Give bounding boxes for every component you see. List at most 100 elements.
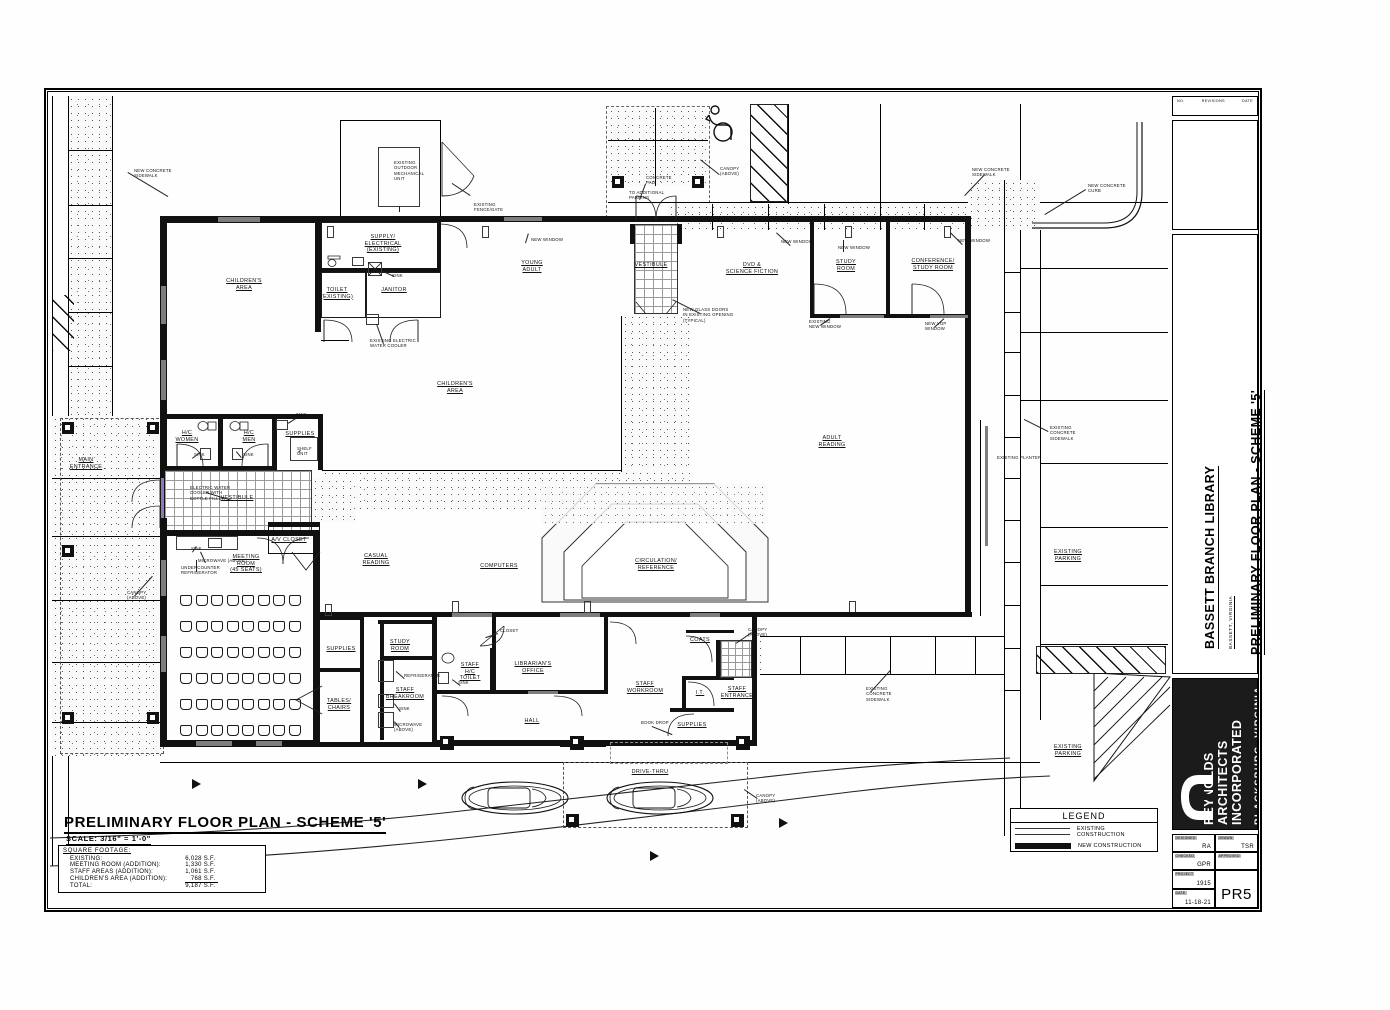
room-label-circulation-reference: CIRCULATION/REFERENCE	[616, 558, 696, 571]
wall-meeting-north	[160, 530, 320, 536]
annotation-sink-meeting: SINK	[191, 546, 202, 551]
room-label-line: A/V CLOSET	[271, 537, 307, 543]
staff-walk-joint	[890, 636, 891, 674]
sheet-border-inner	[47, 91, 1259, 909]
room-label-line: EXISTING	[1054, 549, 1082, 555]
wall-office-west	[492, 616, 496, 694]
parking-line-e	[1020, 230, 1021, 836]
meeting-room-chair	[211, 673, 223, 684]
window-lower-a	[452, 613, 492, 617]
wall-staff-toilet-e	[490, 648, 494, 694]
room-label-line: LIBRARIAN'S	[514, 661, 552, 667]
firm-logo-block: REYNOLDS ARCHITECTS INCORPORATED BLACKSB…	[1172, 678, 1258, 830]
door-swing-it	[687, 681, 715, 707]
legend-box: LEGEND EXISTING CONSTRUCTION NEW CONSTRU…	[1010, 808, 1158, 852]
room-label-line: CONFERENCE/	[911, 258, 955, 264]
annotation-line: NEW VDP	[925, 321, 947, 326]
meeting-room-chair	[257, 647, 270, 658]
field-checked: CHECKED GPR	[1172, 852, 1215, 870]
meeting-room-chair	[211, 699, 223, 710]
room-label-coats: COATS	[660, 637, 740, 644]
wall-study-lower-n	[378, 620, 436, 624]
field-designed-caption: DESIGNED	[1174, 835, 1197, 840]
wall-restroom-east	[272, 414, 277, 470]
sf-row: CHILDREN'S AREA (ADDITION):768 S.F.	[63, 875, 219, 883]
wall-staff-toilet-s	[437, 690, 494, 694]
room-label-line: AREA	[235, 284, 253, 291]
room-label-line: STAFF	[395, 687, 415, 693]
door-swing-main-entrance	[131, 479, 161, 529]
room-label-line: BREAKROOM	[385, 693, 425, 700]
accessible-parking-icon	[704, 105, 733, 142]
wall-hall-south	[320, 742, 440, 747]
annotation-line: (ABOVE)	[394, 727, 414, 733]
wall-interior-lower	[320, 612, 720, 617]
annotation-line: UNIT	[394, 176, 405, 182]
car-icon	[606, 781, 714, 815]
sf-row-value: 1,061 S.F.	[185, 868, 216, 875]
room-label-line: STUDY	[389, 639, 411, 645]
project-title-panel: BASSETT BRANCH LIBRARY BASSETT, VIRGINIA…	[1172, 234, 1265, 674]
door-swing-closet	[479, 625, 505, 647]
window-marker	[325, 604, 332, 616]
staff-walk-joint	[975, 636, 976, 674]
room-label-line: TABLES/	[326, 698, 352, 704]
window-children-n1	[218, 217, 260, 222]
revisions-body-box[interactable]	[1172, 120, 1258, 230]
meeting-room-chair	[288, 699, 301, 710]
door-swing-men	[241, 443, 269, 467]
window-office-s	[528, 691, 558, 694]
room-label-line: ADULT	[822, 435, 842, 441]
microwave-box	[378, 712, 394, 728]
staff-entrance-vestibule	[720, 640, 752, 678]
annotation-line: NEW WINDOW	[958, 238, 991, 243]
room-label-vestibule-main-west: VESTIBULE	[197, 495, 277, 502]
parking-stall	[1040, 463, 1168, 464]
mech-fence-line	[340, 120, 341, 216]
structural-column	[570, 736, 584, 750]
entry-corridor	[622, 314, 690, 484]
legend-swatch-existing	[1015, 828, 1070, 835]
room-janitor	[366, 272, 441, 318]
walk-joint	[1004, 312, 1021, 313]
legend-label-new: NEW CONSTRUCTION	[1078, 842, 1142, 849]
annotation-existing-planter: EXISTING PLANTER	[997, 455, 1041, 460]
canopy-column	[62, 545, 74, 557]
legend-row-new: NEW CONSTRUCTION	[1011, 840, 1157, 851]
meeting-room-chair	[273, 647, 285, 658]
annotation-line: MECHANICAL	[394, 170, 425, 176]
field-designed-value: RA	[1202, 844, 1211, 850]
wall-meeting-east	[313, 530, 320, 746]
room-label-line: TOILET	[326, 287, 348, 293]
new-concrete-sidewalk-west-area	[68, 96, 112, 416]
revisions-col-no: NO.	[1177, 98, 1185, 103]
room-label-line: READING	[362, 559, 390, 566]
annotation-line: NEW CONCRETE	[972, 167, 1010, 172]
main-entrance-plaza	[52, 416, 164, 756]
north-concrete-pad	[608, 108, 708, 186]
annotation-line: SHELF	[297, 446, 312, 451]
meeting-room-chair	[180, 699, 192, 710]
wall-restroom-mid	[218, 414, 223, 470]
annotation-line: SINK	[296, 412, 307, 417]
annotation-line: REFRIGERATOR	[404, 673, 441, 678]
room-label-line: EXISTING	[1054, 744, 1082, 750]
wall-supplies-meeting-s	[320, 668, 364, 672]
staff-walk-top	[760, 636, 1004, 637]
room-label-line: CHAIRS	[327, 704, 351, 711]
window-marker	[944, 226, 951, 238]
meeting-room-chair	[288, 725, 301, 736]
room-label-dvd-science-fiction: DVD &SCIENCE FICTION	[712, 262, 792, 275]
room-label-line: ELECTRICAL	[364, 240, 402, 247]
meeting-room-chair	[180, 725, 192, 736]
room-label-line: WOMEN	[175, 436, 199, 443]
field-checked-caption: CHECKED	[1174, 853, 1196, 858]
room-label-drive-thru: DRIVE-THRU	[610, 769, 690, 776]
annotation-line: (ABOVE)	[756, 798, 776, 804]
field-checked-value: GPR	[1197, 862, 1211, 868]
